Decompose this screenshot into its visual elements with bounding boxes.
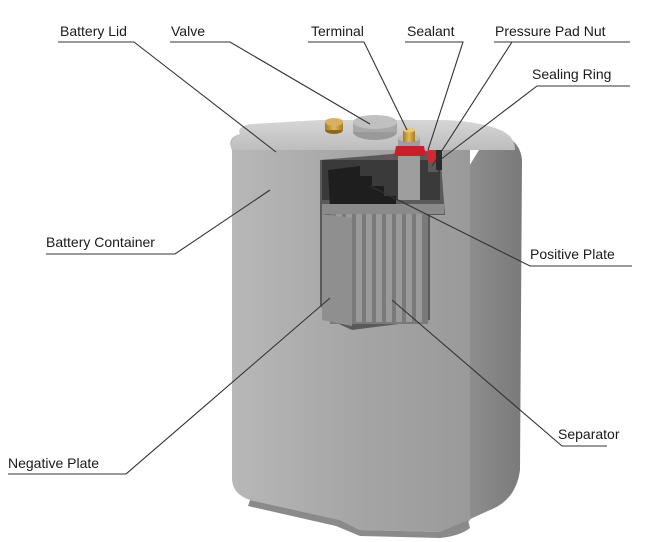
- label-pressure-pad-nut: Pressure Pad Nut: [495, 23, 606, 39]
- sealant-red-accent: [428, 150, 438, 162]
- terminal-post: [398, 127, 420, 200]
- label-battery-lid: Battery Lid: [60, 23, 127, 39]
- leader-lines: [8, 41, 632, 475]
- leader-pressure-pad-nut: [431, 41, 630, 167]
- label-battery-container: Battery Container: [46, 234, 155, 250]
- leader-sealant: [405, 41, 464, 151]
- leader-separator: [391, 299, 607, 447]
- leader-positive-plate: [369, 185, 632, 267]
- leader-sealing-ring: [439, 85, 630, 161]
- label-sealant: Sealant: [407, 23, 455, 39]
- negative-plate-face: [322, 214, 352, 326]
- leader-terminal: [308, 41, 408, 131]
- sealing-ring-shape: [436, 150, 442, 170]
- label-valve: Valve: [171, 23, 205, 39]
- sealant-ring: [394, 146, 426, 156]
- leader-battery-lid: [58, 41, 277, 153]
- label-sealing-ring: Sealing Ring: [532, 66, 612, 82]
- label-positive-plate: Positive Plate: [530, 246, 615, 262]
- case-side-face: [468, 132, 522, 520]
- valve-cap: [353, 115, 397, 140]
- leader-negative-plate: [8, 297, 331, 475]
- lid-screw: [325, 118, 343, 134]
- internal-bracket: [328, 166, 396, 208]
- pressure-pad-nut-shape: [428, 162, 438, 172]
- label-terminal: Terminal: [311, 23, 364, 39]
- label-separator: Separator: [558, 426, 620, 442]
- leader-battery-container: [46, 189, 271, 255]
- leader-valve: [170, 41, 371, 125]
- case-base: [248, 500, 470, 538]
- label-negative-plate: Negative Plate: [8, 455, 100, 471]
